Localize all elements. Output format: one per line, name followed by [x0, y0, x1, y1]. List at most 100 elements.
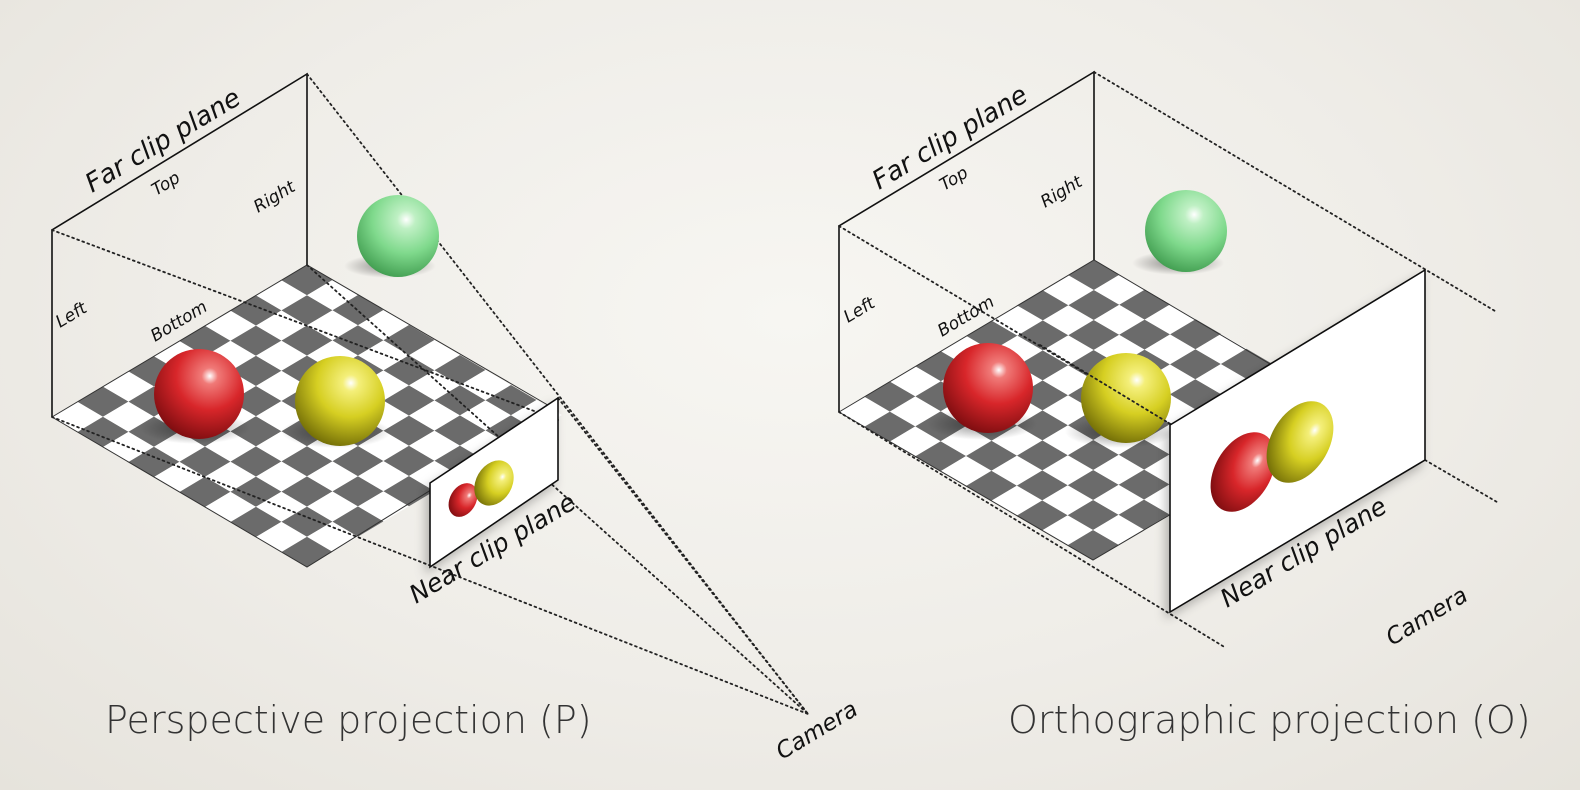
checker-tile [1119, 319, 1171, 350]
checker-tile [409, 400, 460, 431]
checker-tile [991, 425, 1043, 456]
checker-tile [256, 461, 307, 492]
frustum-edge [51, 229, 559, 421]
checker-tile [1118, 469, 1170, 500]
checker-tile [205, 431, 256, 462]
checker-tile [307, 461, 358, 492]
checker-tile [485, 385, 537, 416]
checker-tile [864, 381, 916, 412]
checker-tile [256, 401, 307, 432]
checker-tile [230, 295, 282, 326]
checker-tile [1195, 364, 1247, 394]
checker-tile [1068, 290, 1120, 320]
checker-tile [1042, 305, 1094, 336]
checker-tile [1068, 350, 1120, 380]
checker-tile [1093, 454, 1145, 485]
checker-tile [230, 325, 282, 356]
checker-tile [256, 280, 307, 311]
checker-tile [915, 351, 967, 382]
checker-tile [1042, 335, 1094, 366]
perspective-caption: Perspective projection (P) [105, 698, 592, 742]
frustum-edge [557, 397, 809, 715]
checker-tile [256, 491, 307, 522]
checker-tile [1093, 514, 1144, 545]
checker-tile [409, 460, 460, 491]
top-label: Top [148, 168, 184, 200]
checker-tile [1093, 304, 1145, 335]
checker-tile [281, 476, 333, 507]
checker-tile [1093, 334, 1145, 365]
checker-tile [383, 325, 435, 356]
checker-tile [332, 325, 384, 356]
far-clip-plane-frame [838, 70, 1095, 412]
frustum-edge [306, 264, 809, 715]
yellow-sphere [295, 356, 385, 446]
checker-tile [890, 366, 941, 397]
projected-yellow-sphere [1266, 401, 1334, 483]
checker-tile [1017, 410, 1068, 441]
checker-tile [1017, 290, 1069, 321]
checker-tile [966, 440, 1017, 471]
checker-tile [230, 416, 282, 447]
checker-tile [1067, 470, 1119, 500]
checker-tile [1220, 348, 1272, 379]
right-label: Right [250, 176, 300, 217]
checker-tile [256, 370, 307, 401]
checker-tile [230, 355, 282, 386]
checker-tile [383, 476, 435, 507]
checker-tile [460, 400, 511, 431]
red-sphere [154, 349, 244, 439]
checker-tile [230, 386, 282, 417]
box-edge [1093, 71, 1496, 312]
checker-tile [1067, 500, 1119, 530]
checker-tile [281, 295, 333, 326]
checker-tile [409, 340, 460, 371]
orthographic-panel: Far clip plane Top Right Left Bottom Nea… [838, 70, 1531, 742]
checker-tile [434, 385, 486, 416]
checker-tile [332, 446, 384, 477]
checker-tile [230, 476, 282, 507]
checker-tile [307, 491, 358, 522]
checker-tile [256, 340, 307, 371]
checker-tile [889, 396, 941, 427]
checker-tile [1195, 334, 1247, 364]
box-edge [1039, 344, 1173, 426]
right-label: Right [1037, 171, 1087, 212]
checker-tile [1118, 499, 1170, 530]
checker-tile [179, 446, 231, 477]
checker-tile [409, 430, 460, 461]
checker-tile [358, 430, 409, 461]
green-sphere [1145, 190, 1227, 272]
checker-tile [434, 445, 486, 476]
checker-tile [383, 415, 435, 446]
checker-tile [1042, 455, 1094, 486]
checker-tile [1170, 319, 1221, 350]
far-clip-plane-frame [51, 72, 308, 417]
checker-tile [281, 325, 333, 356]
camera-label: Camera [1382, 582, 1473, 651]
checker-tile [1067, 440, 1119, 470]
checker-tile [434, 415, 486, 446]
checker-tile [358, 491, 409, 522]
checker-tile [358, 461, 409, 492]
camera-label: Camera [772, 696, 863, 765]
checker-tile [332, 476, 384, 507]
top-label: Top [936, 163, 972, 195]
checker-tile [358, 340, 409, 371]
checker-tile [1144, 334, 1196, 365]
checker-tile [281, 446, 333, 477]
checker-tile [103, 401, 154, 432]
left-label: Left [840, 293, 879, 328]
checker-tile [1170, 349, 1221, 380]
frustum-edge [306, 73, 809, 715]
checker-tile [307, 310, 358, 341]
checker-tile [1118, 439, 1170, 470]
checker-tile [179, 325, 231, 356]
checker-tile [1093, 484, 1145, 515]
checker-tile [1068, 320, 1120, 350]
left-label: Left [52, 298, 91, 333]
checker-tile [205, 461, 256, 492]
checker-tile [383, 385, 435, 416]
checker-tile [307, 521, 358, 552]
